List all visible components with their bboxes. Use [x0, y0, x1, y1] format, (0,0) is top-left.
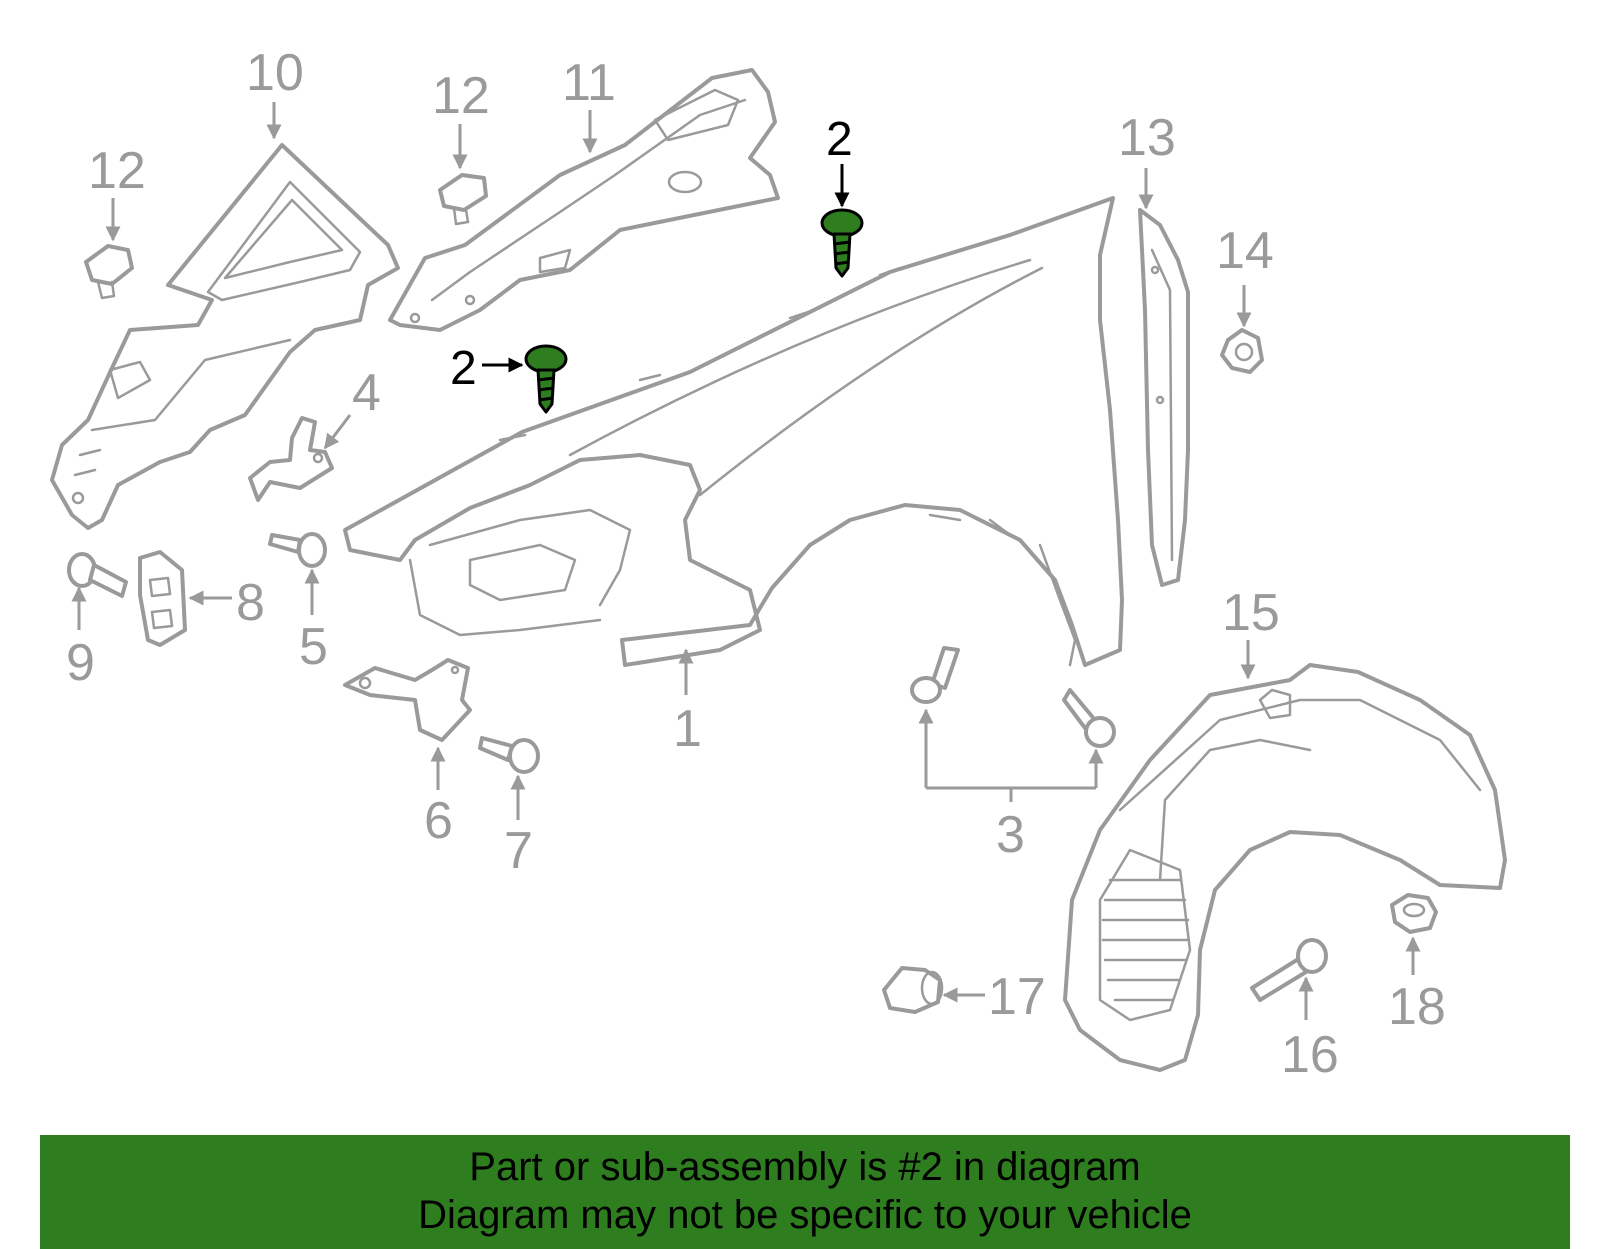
part-3-screw-right[interactable]	[1062, 688, 1116, 748]
part-17-plug[interactable]	[882, 966, 944, 1014]
callout-14: 14	[1216, 222, 1274, 280]
leader-lines	[71, 102, 1421, 1020]
part-15-wheel-liner[interactable]	[1063, 663, 1507, 1072]
callout-13: 13	[1118, 109, 1176, 167]
part-11-fender-rail[interactable]	[388, 68, 780, 332]
part-10-fender-liner-upper[interactable]	[50, 143, 400, 530]
callout-2-upper: 2	[826, 113, 853, 166]
callout-3: 3	[996, 806, 1025, 864]
part-18-nut[interactable]	[1390, 893, 1438, 934]
part-9-bolt[interactable]	[67, 552, 128, 598]
callout-9: 9	[66, 634, 95, 692]
callout-12: 12	[432, 67, 490, 125]
banner-line-2: Diagram may not be specific to your vehi…	[418, 1193, 1192, 1237]
part-7-screw[interactable]	[478, 736, 540, 774]
part-13-fender-seal[interactable]	[1138, 208, 1190, 587]
banner-line-1: Part or sub-assembly is #2 in diagram	[469, 1145, 1141, 1189]
callout-1: 1	[673, 700, 702, 758]
callout-2-lower: 2	[450, 342, 477, 395]
part-12-clip-left[interactable]	[84, 244, 134, 300]
part-14-grommet[interactable]	[1220, 328, 1264, 374]
callout-18: 18	[1388, 978, 1446, 1036]
callout-10: 10	[246, 44, 304, 102]
part-8-bracket[interactable]	[138, 550, 187, 647]
callout-15: 15	[1222, 584, 1280, 642]
info-banner: Part or sub-assembly is #2 in diagram Di…	[40, 1135, 1570, 1249]
callout-11: 11	[562, 54, 616, 112]
part-2-screw-upper[interactable]	[820, 208, 864, 278]
callout-17: 17	[988, 968, 1046, 1026]
part-16-bolt[interactable]	[1250, 938, 1328, 1002]
callout-6: 6	[424, 792, 453, 850]
part-12-clip-center[interactable]	[438, 173, 488, 226]
callout-7: 7	[504, 822, 533, 880]
part-4-bracket[interactable]	[248, 416, 334, 502]
callout-12: 12	[88, 142, 146, 200]
callout-5: 5	[299, 618, 328, 676]
part-1-front-fender[interactable]	[343, 196, 1124, 667]
callout-16: 16	[1281, 1026, 1339, 1084]
callout-4: 4	[352, 364, 381, 422]
callout-8: 8	[236, 574, 265, 632]
part-2-screw-lower[interactable]	[524, 344, 568, 414]
part-3-screw-left[interactable]	[910, 646, 960, 704]
part-6-bracket[interactable]	[343, 658, 472, 742]
part-5-screw[interactable]	[268, 532, 327, 568]
callout-labels: 10 12 12 11 2 2 13 14 4 8 9 5 1 6 7 3 15…	[66, 44, 1446, 1084]
